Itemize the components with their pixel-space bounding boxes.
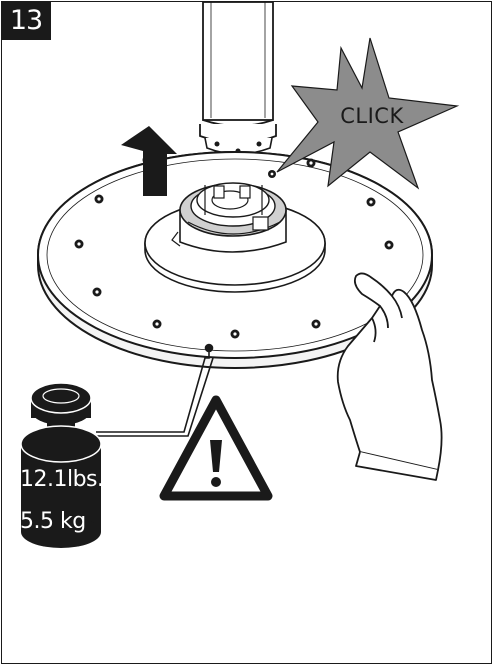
click-callout-text: CLICK — [337, 104, 407, 128]
warning-triangle-icon — [164, 400, 268, 496]
weight-kilograms-label: 5.5 kg — [20, 509, 140, 534]
step-number: 13 — [1, 1, 51, 40]
weight-pounds-label: 12.1lbs. — [20, 467, 140, 492]
pole — [200, 2, 276, 158]
